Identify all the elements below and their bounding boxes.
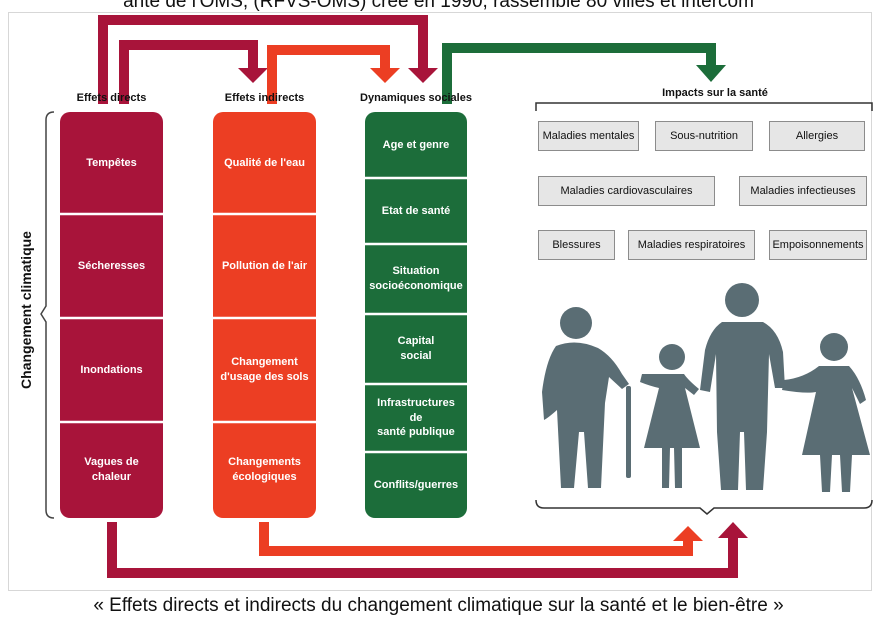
social-item-infrastructures-sante: Infrastructures de santé publique [377,396,455,439]
indirect-item-qualite-eau: Qualité de l'eau [224,156,305,169]
impact-maladies-cardiovasculaires: Maladies cardiovasculaires [538,176,715,206]
social-item-capital-social: Capital social [397,335,435,362]
arrow-direct-to-social [98,15,428,104]
column-title-direct: Effets directs [76,92,147,104]
column-title-indirect: Effets indirects [224,92,305,104]
column-title-impacts: Impacts sur la santé [662,87,768,99]
left-brace [40,111,55,519]
impact-empoisonnements: Empoisonnements [769,230,867,260]
impacts-bottom-brace [535,499,873,515]
indirect-item-changements-ecologiques: Changements écologiques [228,456,301,483]
arrow-indirect-to-impacts-bottom [259,522,693,556]
indirect-item-pollution-air: Pollution de l'air [221,259,308,272]
column-title-social: Dynamiques sociales [360,92,472,104]
side-label-changement-climatique: Changement climatique [18,231,34,389]
impact-blessures: Blessures [538,230,615,260]
direct-item-tempetes: Tempêtes [86,156,137,169]
arrowhead-direct-to-impacts [718,522,748,538]
impact-maladies-infectieuses: Maladies infectieuses [739,176,867,206]
social-item-situation-socioeconomique: Situation socioéconomique [369,265,463,292]
header-text: ante de l'OMS, (RFVS-OMS) créé en 1990, … [123,0,754,12]
impact-maladies-respiratoires: Maladies respiratoires [628,230,755,260]
social-item-etat-sante: Etat de santé [381,204,451,217]
indirect-item-changement-usage-sols: Changement d'usage des sols [220,356,309,383]
arrowhead-direct-to-indirect [238,68,268,83]
diagram-frame [8,12,872,591]
impact-allergies: Allergies [769,121,865,151]
arrowhead-direct-to-social [408,68,438,83]
direct-item-secheresses: Sécheresses [77,259,146,272]
arrow-direct-to-impacts-bottom [107,522,738,578]
arrow-direct-to-indirect [119,40,258,104]
family-silhouette-icon [542,283,870,492]
impact-sous-nutrition: Sous-nutrition [655,121,753,151]
figure-caption: « Effets directs et indirects du changem… [93,595,784,616]
arrowhead-indirect-to-impacts [673,526,703,541]
social-item-conflits-guerres: Conflits/guerres [373,478,459,491]
social-item-age-genre: Age et genre [382,138,450,151]
arrowhead-social-to-impacts [696,65,726,82]
impact-maladies-mentales: Maladies mentales [538,121,639,151]
direct-item-vagues-de-chaleur: Vagues de chaleur [84,456,139,483]
arrow-indirect-to-social [267,45,390,104]
impacts-top-bracket [535,102,873,111]
arrowhead-indirect-to-social [370,68,400,83]
direct-item-inondations: Inondations [80,363,143,376]
arrow-social-to-impacts [442,43,716,104]
